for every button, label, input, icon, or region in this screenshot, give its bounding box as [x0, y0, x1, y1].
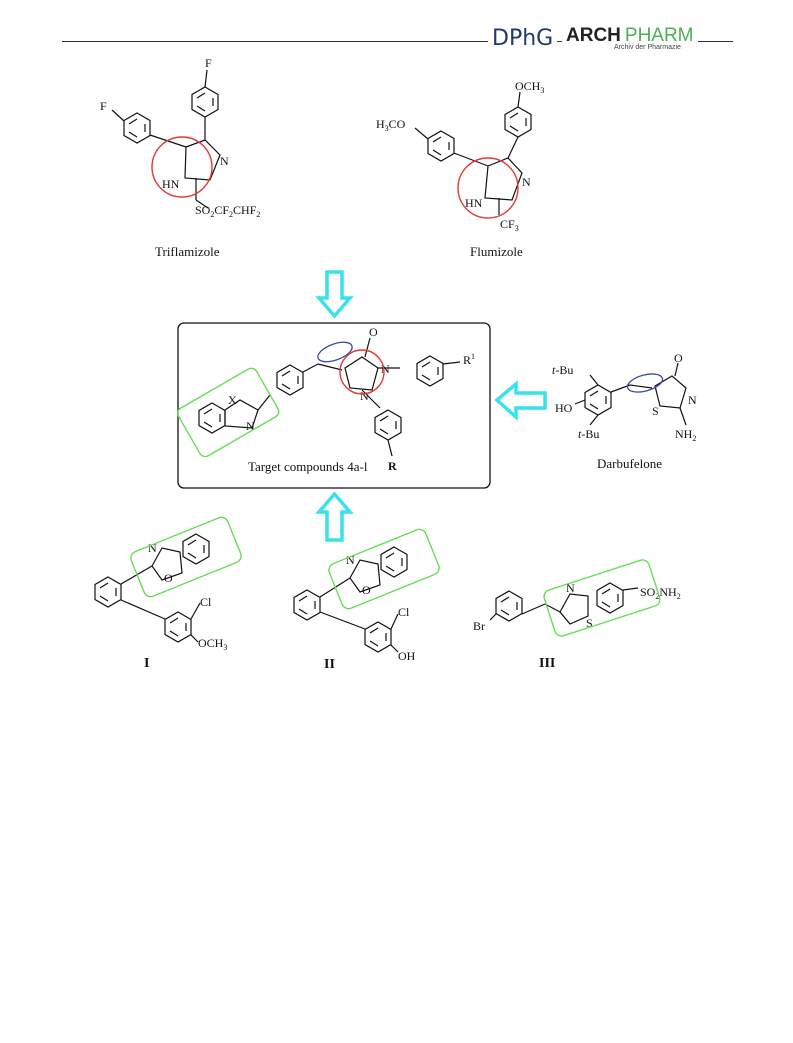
flumizole-och3: OCH3	[515, 79, 544, 95]
compound-iii-br: Br	[473, 619, 485, 633]
compound-i-label: I	[144, 656, 149, 671]
compound-ii-green-box	[328, 528, 440, 610]
target-n-bottom: N	[360, 389, 369, 403]
compound-i-n: N	[148, 541, 157, 555]
compound-iii-n: N	[566, 581, 575, 595]
target-blue-ellipse	[317, 341, 353, 363]
compound-iii-green-box	[543, 559, 661, 637]
target-o: O	[369, 325, 378, 339]
darbufelone-s: S	[652, 404, 659, 418]
darbufelone-tbu-top: t-Bu	[552, 363, 573, 377]
compound-ii-o: O	[362, 583, 371, 597]
triflamizole-caption: Triflamizole	[155, 244, 220, 259]
compound-i-cl: Cl	[200, 595, 212, 609]
darbufelone-blue-ellipse	[626, 373, 664, 393]
compound-i-och3: OCH3	[198, 636, 227, 652]
target-r1: R1	[463, 352, 475, 367]
triflamizole-n: N	[220, 154, 229, 168]
compound-iii-structure	[489, 582, 639, 625]
darbufelone-n: N	[688, 393, 697, 407]
target-n-top: N	[381, 362, 390, 376]
triflamizole-substituent: SO2CF2CHF2	[195, 203, 260, 219]
flumizole-caption: Flumizole	[470, 244, 523, 259]
triflamizole-red-circle	[151, 136, 213, 198]
target-red-circle	[339, 349, 385, 395]
triflamizole-f-top: F	[205, 56, 212, 70]
darbufelone-nh2: NH2	[675, 427, 696, 443]
triflamizole-f-left: F	[100, 99, 107, 113]
compound-iii-s: S	[586, 616, 593, 630]
compound-iii-label: III	[539, 656, 555, 671]
arrow-down	[315, 270, 354, 319]
darbufelone-o: O	[674, 351, 683, 365]
target-green-box	[177, 367, 280, 458]
compound-i-green-box	[130, 516, 242, 598]
flumizole-hn: HN	[465, 196, 483, 210]
target-x: X	[228, 393, 237, 407]
flumizole-structure	[414, 91, 532, 215]
target-r: R	[388, 459, 397, 473]
logo-subtitle: Archiv der Pharmazie	[614, 44, 681, 51]
archpharm-logo: ARCH PHARM Archiv der Pharmazie	[562, 26, 698, 51]
darbufelone-structure	[574, 362, 687, 426]
compound-ii-n: N	[346, 553, 355, 567]
dphg-logo: DPhG	[488, 26, 558, 51]
target-box	[177, 322, 491, 489]
arrow-left	[494, 380, 547, 421]
target-caption: Target compounds 4a-l	[248, 459, 368, 474]
header-rule	[62, 41, 733, 42]
compound-i-o: O	[164, 571, 173, 585]
logo-arch: ARCH	[566, 25, 621, 46]
compound-ii-cl: Cl	[398, 605, 410, 619]
darbufelone-ho: HO	[555, 401, 573, 415]
darbufelone-tbu-bottom: t-Bu	[578, 427, 599, 441]
arrow-up	[315, 491, 354, 542]
flumizole-h3co: H3CO	[376, 117, 406, 133]
target-n-azole: N	[246, 419, 255, 433]
target-structure	[198, 337, 461, 457]
triflamizole-hn: HN	[162, 177, 180, 191]
logo-pharm: PHARM	[624, 25, 694, 46]
compound-ii-label: II	[324, 657, 335, 672]
flumizole-red-circle	[457, 157, 519, 219]
flumizole-n: N	[522, 175, 531, 189]
darbufelone-caption: Darbufelone	[597, 456, 662, 471]
flumizole-cf3: CF3	[500, 217, 519, 233]
compound-iii-so2nh2: SO2NH2	[640, 585, 681, 601]
compound-ii-oh: OH	[398, 649, 416, 663]
